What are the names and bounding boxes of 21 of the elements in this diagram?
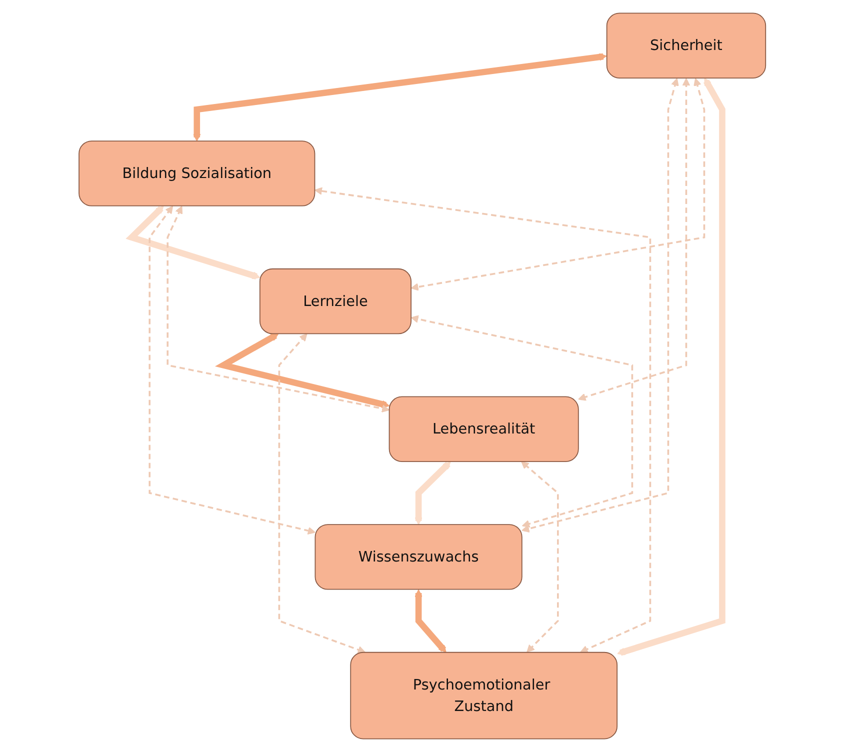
node-box: Bildung Sozialisation — [78, 140, 316, 206]
node-box: Psychoemotionaler Zustand — [350, 651, 618, 739]
arrow — [278, 332, 366, 654]
node-box: Lebensrealität — [389, 396, 580, 462]
arrow — [148, 205, 316, 534]
arrow — [410, 78, 706, 290]
arrow — [215, 332, 390, 408]
arrow — [522, 78, 680, 532]
arrow — [521, 460, 559, 652]
arrow — [410, 314, 634, 528]
arrow — [193, 52, 607, 141]
arrow — [166, 205, 390, 412]
arrow — [314, 186, 652, 652]
arrow — [414, 588, 447, 652]
arrow — [617, 77, 726, 656]
arrow — [126, 205, 260, 280]
arrow — [578, 78, 690, 400]
node-box: Sicherheit — [606, 12, 766, 78]
node-box: Lernziele — [260, 268, 412, 334]
arrow — [414, 460, 452, 524]
node-box: Wissenszuwachs — [314, 524, 523, 590]
